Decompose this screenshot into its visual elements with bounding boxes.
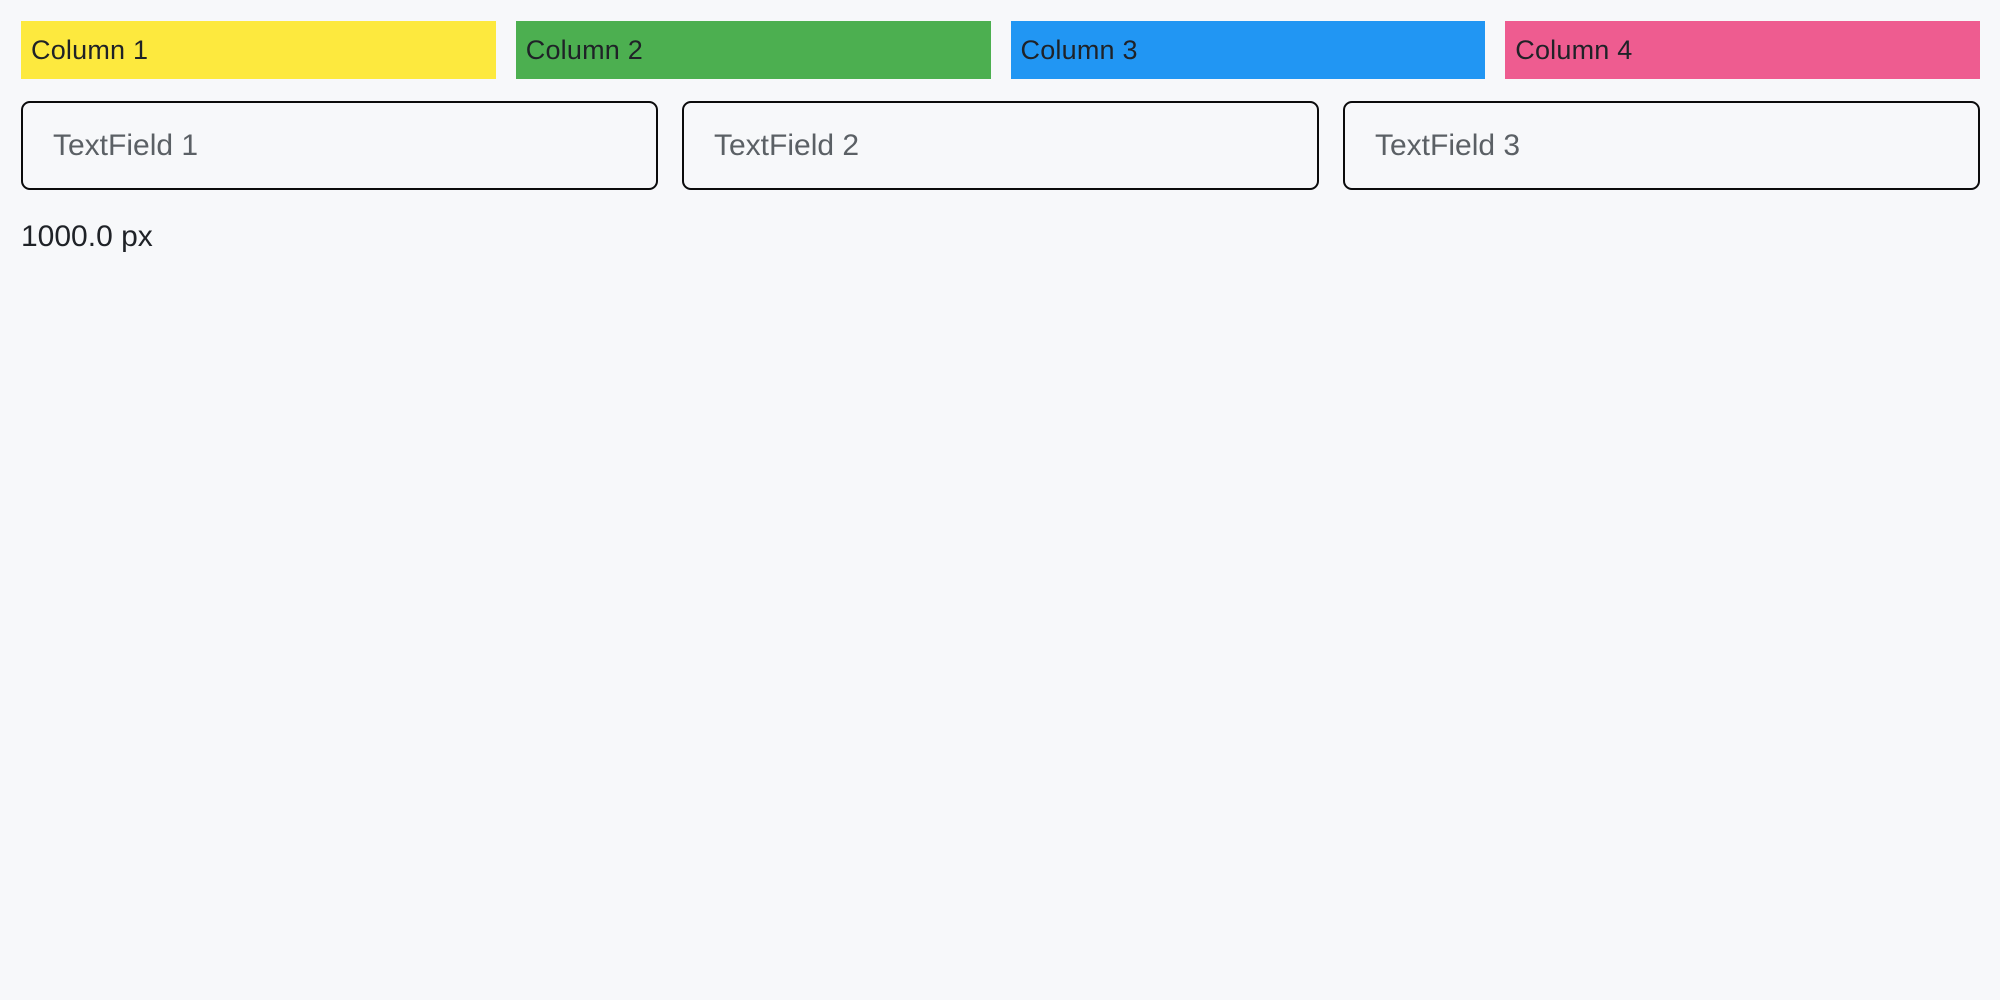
column-header-1-label: Column 1 [31, 34, 149, 65]
column-header-3-label: Column 3 [1020, 34, 1138, 65]
screen-width-label: 1000.0 px [21, 220, 153, 253]
textfield-2[interactable] [682, 101, 1319, 190]
column-header-2: Column 2 [515, 21, 991, 79]
column-header-4: Column 4 [1505, 21, 1980, 79]
column-header-3: Column 3 [1010, 21, 1486, 79]
textfield-3[interactable] [1343, 101, 1980, 190]
textfields-row [21, 101, 1980, 190]
textfield-1[interactable] [21, 101, 658, 190]
column-header-1: Column 1 [21, 21, 496, 79]
column-header-2-label: Column 2 [525, 34, 643, 65]
columns-row: Column 1 Column 2 Column 3 Column 4 [21, 21, 1980, 79]
column-header-4-label: Column 4 [1515, 34, 1633, 65]
